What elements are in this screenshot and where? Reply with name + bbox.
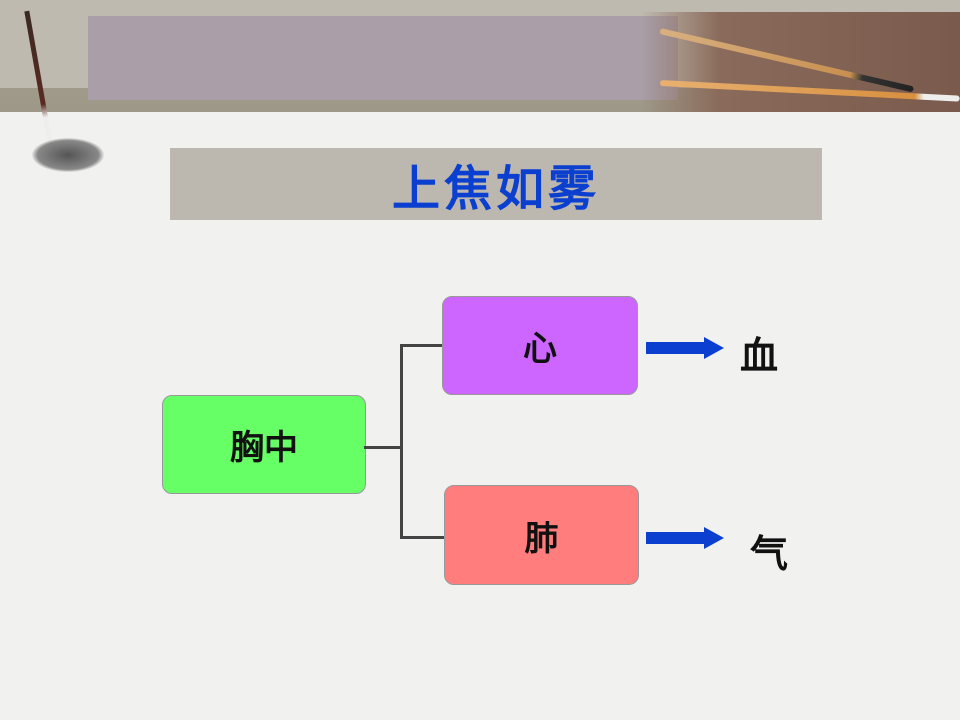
- connector: [400, 344, 444, 347]
- node-heart: 心: [442, 296, 638, 395]
- slide-title-box: 上焦如雾: [170, 148, 822, 220]
- connector: [400, 536, 446, 539]
- brushes-image: [640, 12, 960, 112]
- slide-title: 上焦如雾: [391, 161, 600, 217]
- header-bar: [88, 16, 678, 100]
- arrow-right-icon: [646, 527, 724, 549]
- connector: [400, 344, 403, 538]
- ink-blot-icon: [32, 138, 104, 172]
- result-qi: 气: [750, 532, 789, 576]
- node-root: 胸中: [162, 395, 366, 494]
- connector: [364, 446, 402, 449]
- node-lung: 肺: [444, 485, 639, 585]
- arrow-right-icon: [646, 337, 724, 359]
- result-blood: 血: [740, 334, 779, 378]
